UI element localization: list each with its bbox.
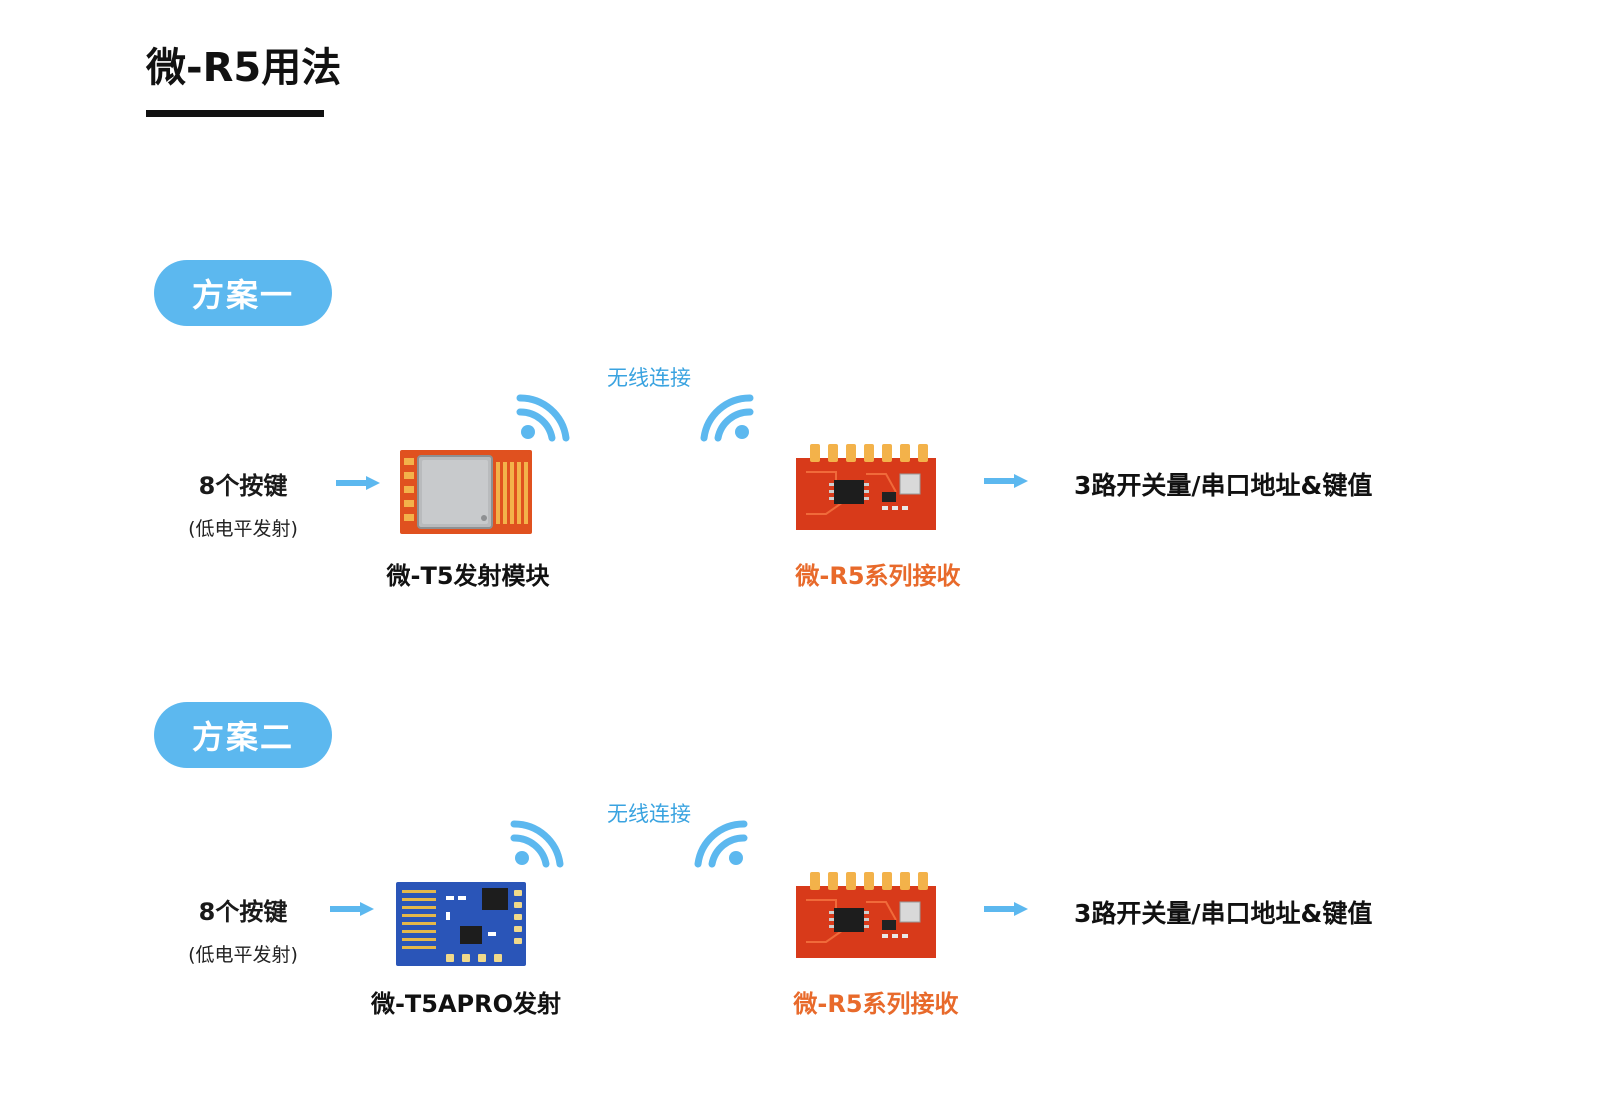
arrow-right-icon (330, 902, 374, 916)
scheme-2-transmitter-label: 微-T5APRO发射 (370, 990, 562, 1018)
shielded-module-icon (400, 450, 532, 534)
scheme-1-keys-label: 8个按键 (198, 472, 288, 500)
scheme-1-transmitter-label: 微-T5发射模块 (386, 562, 550, 590)
scheme-2-pill: 方案二 (154, 702, 332, 768)
receiver-pcb-icon (796, 872, 936, 958)
scheme-2-keys-sub: (低电平发射) (188, 944, 298, 966)
scheme-2-keys-label: 8个按键 (198, 898, 288, 926)
scheme-1-keys-sub: (低电平发射) (188, 518, 298, 540)
scheme-2-receiver-label: 微-R5系列接收 (793, 990, 959, 1018)
scheme-2-output-label: 3路开关量/串口地址&键值 (1074, 899, 1373, 928)
arrow-right-icon (336, 476, 380, 490)
wifi-signal-icon (514, 392, 576, 444)
receiver-pcb-icon (796, 444, 936, 530)
scheme-1-pill: 方案一 (154, 260, 332, 326)
blue-pcb-module-icon (396, 882, 526, 966)
scheme-1-output-label: 3路开关量/串口地址&键值 (1074, 471, 1373, 500)
title-underline (146, 110, 324, 117)
scheme-1-receiver-label: 微-R5系列接收 (795, 562, 961, 590)
wifi-signal-icon (694, 392, 756, 444)
arrow-right-icon (984, 902, 1028, 916)
page-title: 微-R5用法 (146, 45, 342, 91)
wifi-signal-icon (508, 818, 570, 870)
scheme-2-wireless-label: 无线连接 (607, 802, 691, 826)
arrow-right-icon (984, 474, 1028, 488)
scheme-1-wireless-label: 无线连接 (607, 366, 691, 390)
wifi-signal-icon (688, 818, 750, 870)
